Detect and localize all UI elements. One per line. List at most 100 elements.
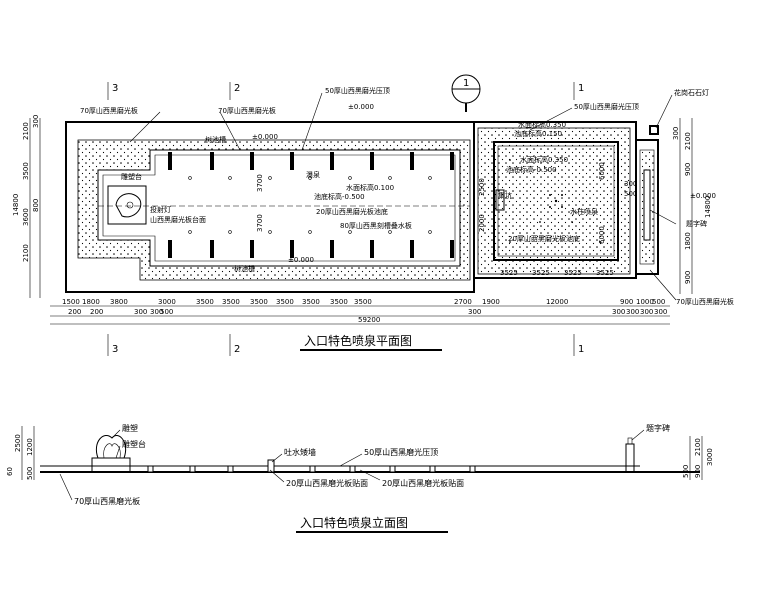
callout-inner-slab: 20厚山西黑磨光板池底 [508,234,580,243]
dims-right: 2100 900 1800 900 14800 300 [672,118,712,294]
svg-text:300: 300 [624,180,637,188]
elev-callout-spout-wall: 吐水矮墙 [284,447,316,457]
svg-text:3500: 3500 [196,298,214,306]
callout-right-water: 水面标高0.350 [518,120,566,129]
callout-right-stone: 70厚山西黑磨光板 [676,297,734,306]
svg-text:900: 900 [684,271,692,284]
svg-text:500: 500 [682,465,690,478]
svg-text:3500: 3500 [330,298,348,306]
callout-sculpture-pad: 山西黑磨光板台面 [150,215,206,224]
svg-text:1900: 1900 [482,298,500,306]
left-pool [97,149,461,267]
svg-text:1000: 1000 [636,298,654,306]
svg-text:3000: 3000 [158,298,176,306]
callout-right-level: ±0.000 [690,192,716,200]
callout-cascade: 瀑泉 [306,170,320,179]
wall-posts [147,459,476,473]
svg-text:3500: 3500 [302,298,320,306]
svg-text:2000: 2000 [478,214,486,232]
callout-tree-pool-top: 树池槽 [205,135,226,144]
axis-mark-3-top: 3 [112,83,118,94]
callout-monument: 题字碑 [686,219,707,228]
svg-text:300: 300 [672,127,680,140]
callout-inner-water: 水面标高0.350 [520,155,568,164]
svg-text:3600: 3600 [22,208,30,226]
svg-text:3: 3 [112,344,118,355]
svg-text:300: 300 [654,308,667,316]
callout-water-column: 水柱喷泉 [570,207,598,216]
callout-level-mid: ±0.000 [252,133,278,141]
axis-mark-2-top: 2 [234,83,240,94]
svg-text:200: 200 [68,308,81,316]
svg-text:500: 500 [26,467,34,480]
svg-text:1200: 1200 [26,438,34,456]
svg-text:14800: 14800 [704,196,712,218]
svg-text:300: 300 [468,308,481,316]
plan-title: 入口特色喷泉平面图 [304,333,412,348]
svg-text:3500: 3500 [276,298,294,306]
dims-inner: 3525 3525 3525 3525 2500 2000 300 500 60… [256,162,637,277]
callout-level-bottom: ±0.000 [288,256,314,264]
svg-text:3500: 3500 [250,298,268,306]
svg-text:2100: 2100 [694,438,702,456]
elev-dims-right: 500 900 2100 3000 [682,436,714,480]
right-pool [493,141,619,261]
svg-text:2700: 2700 [454,298,472,306]
callout-stone-mid: 70厚山西黑磨光板 [218,106,276,115]
section-marker-label: 1 [463,78,469,89]
elev-callout-facing-a: 20厚山西黑磨光板贴面 [286,478,368,488]
monument-strip [635,139,659,275]
callout-sump: 集坑 [498,191,512,200]
svg-text:3525: 3525 [500,269,518,277]
svg-text:3525: 3525 [564,269,582,277]
dims-bottom-row2: 200 200 300 300 500 300 300 300 300 300 [68,308,667,316]
svg-text:2100: 2100 [22,122,30,140]
svg-text:6000: 6000 [598,162,606,180]
svg-text:60: 60 [6,467,14,476]
svg-text:900: 900 [694,465,702,478]
svg-text:900: 900 [684,163,692,176]
svg-text:500: 500 [160,308,173,316]
svg-text:2500: 2500 [478,178,486,196]
section-marker: 1 [451,74,481,112]
elev-callout-pressing: 50厚山西黑磨光压顶 [364,447,438,457]
svg-text:1800: 1800 [82,298,100,306]
monument-elevation [625,443,635,473]
axis-marks-top: 3 2 1 [107,82,584,100]
right-stone-hatch [477,127,631,275]
svg-text:1: 1 [578,344,584,355]
svg-text:2500: 2500 [14,434,22,452]
svg-text:3700: 3700 [256,174,264,192]
svg-text:900: 900 [620,298,633,306]
svg-text:1800: 1800 [684,232,692,250]
sculpture-plan [107,185,147,225]
elev-dims-left: 60 2500 1200 500 [6,426,35,480]
elevation-view: 雕塑 雕塑台 吐水矮墙 50厚山西黑磨光压顶 题字碑 20厚山西黑磨光板贴面 2… [6,423,714,533]
elev-callout-stone: 70厚山西黑磨光板 [74,496,140,506]
callout-spot-light: 投射灯 [150,205,171,214]
svg-text:800: 800 [32,199,40,212]
dim-total-length: 59200 [358,316,380,324]
jet-dots [188,176,432,234]
svg-text:6000: 6000 [598,226,606,244]
elev-callout-facing-b: 20厚山西黑磨光板贴面 [382,478,464,488]
plan-view: 3 2 1 1 [12,74,734,356]
callout-level-top: ±0.000 [348,103,374,111]
sump-pit [495,189,505,211]
right-jets [509,159,601,243]
callout-sculpture-base: 雕塑台 [121,172,142,181]
svg-text:500: 500 [624,190,637,198]
svg-text:3700: 3700 [256,214,264,232]
callout-granite-lamp: 花岗石石灯 [674,88,709,97]
callout-level-pool-bottom: 池底标高-0.500 [314,192,365,201]
svg-text:2100: 2100 [684,132,692,150]
elev-callout-monument: 题字碑 [646,423,670,433]
svg-text:3525: 3525 [532,269,550,277]
callout-pressing-top: 50厚山西黑磨光压顶 [325,86,390,95]
axis-marks-bottom: 3 2 1 [107,334,584,356]
svg-text:3500: 3500 [22,162,30,180]
left-pool-inner [102,154,456,262]
callout-stone-left: 70厚山西黑磨光板 [80,106,138,115]
svg-text:2: 2 [234,344,240,355]
